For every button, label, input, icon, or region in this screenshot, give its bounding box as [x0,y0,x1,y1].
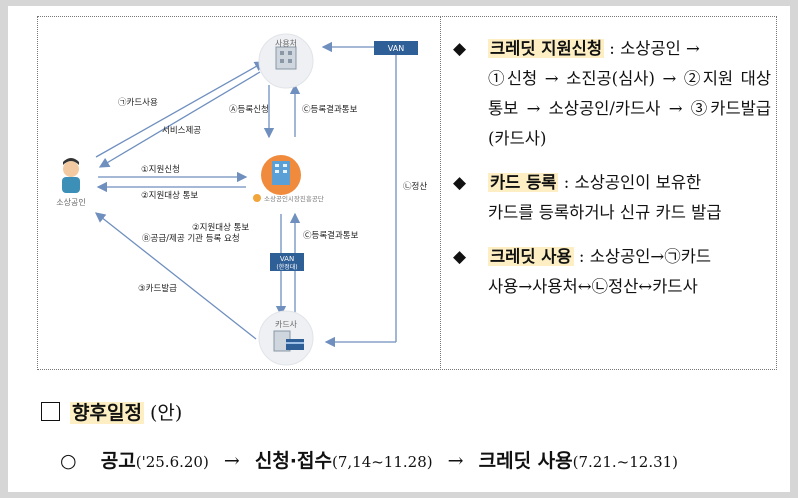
bullet-title: 카드 등록 [488,173,559,192]
schedule-heading: 향후일정 (안) [41,398,182,425]
van-mid-label: VAN [280,255,294,263]
van-top-label: VAN [388,44,404,53]
bullet-rest: 사용→사용처↔㉡정산↔카드사 [488,277,698,296]
schedule-title: 향후일정 [70,402,144,424]
bullet-title: 크레딧 지원신청 [488,39,605,58]
bullet-list: ◆ 크레딧 지원신청 : 소상공인 → ①신청 → 소진공(심사) → ②지원 … [453,34,771,316]
document-page: 사용처 VAN 소상공인 소상공인시장진흥공단 [8,6,790,492]
reg-result-top-label: Ⓒ등록결과통보 [302,104,358,115]
bullet-rest: 카드를 등록하거나 신규 카드 발급 [488,203,722,222]
circle-bullet-icon: ○ [60,450,77,472]
box-divider [440,16,441,370]
process-diagram: 사용처 VAN 소상공인 소상공인시장진흥공단 [38,17,440,369]
bullet-item: ◆ 크레딧 지원신청 : 소상공인 → ①신청 → 소진공(심사) → ②지원 … [453,34,771,154]
target-notice-label: ②지원대상 통보 [141,190,198,201]
card-company-icon [258,310,314,366]
bullet-line1: : 소상공인 → [604,39,700,58]
van-mid-sublabel: (한정대) [276,263,297,271]
diamond-icon: ◆ [453,247,467,267]
step-date: (7,14~11.28) [331,453,433,471]
bullet-line1: : 소상공인→㉠카드 [573,247,712,266]
diamond-icon: ◆ [453,39,467,59]
reg-result-mid-label: Ⓒ등록결과통보 [303,230,359,241]
bullet-item: ◆ 카드 등록 : 소상공인이 보유한 카드를 등록하거나 신규 카드 발급 [453,168,771,228]
card-use-label: ㉠카드사용 [118,98,158,108]
schedule-suffix: (안) [149,402,183,424]
smb-label: 소상공인 [56,197,85,207]
user-org-label: 사용처 [275,39,297,48]
van-top-box: VAN [374,41,418,55]
service-label: 서비스제공 [162,126,201,136]
step-name: 신청·접수 [254,450,332,472]
van-mid-box: VAN (한정대) [270,253,304,271]
diamond-icon: ◆ [453,173,467,193]
step-date: (7.21.~12.31) [572,453,679,471]
step-name: 크레딧 사용 [478,450,573,472]
reg-request-label: Ⓑ공급/제공 기관 등록 요청 [142,233,240,244]
target-notice2-label: ②지원대상 통보 [192,222,249,233]
content-box [37,16,777,370]
bullet-item: ◆ 크레딧 사용 : 소상공인→㉠카드 사용→사용처↔㉡정산↔카드사 [453,242,771,302]
checkbox-square-icon [41,402,60,421]
settle-label: ㉡정산 [403,181,427,192]
agency-label: 소상공인시장진흥공단 [264,194,324,203]
bullet-rest: ①신청 → 소진공(심사) → ②지원 대상 통보 → 소상공인/카드사 → ③… [488,69,771,148]
schedule-timeline: ○ 공고('25.6.20) → 신청·접수(7,14~11.28) → 크레딧… [60,446,678,473]
arrow-icon: → [447,450,464,472]
bullet-title: 크레딧 사용 [488,247,574,266]
smb-person-icon [62,158,80,193]
card-issue-label: ③카드발급 [138,283,177,294]
reg-apply-label: Ⓐ등록신청 [229,105,269,115]
step-name: 공고 [100,450,136,472]
arrow-icon: → [223,450,240,472]
apply-label: ①지원신청 [141,165,180,175]
bullet-line1: : 소상공인이 보유한 [558,173,702,192]
user-org-icon [258,33,314,89]
step-date: ('25.6.20) [135,453,209,471]
card-company-label: 카드사 [275,320,298,329]
agency-icon [253,155,301,202]
